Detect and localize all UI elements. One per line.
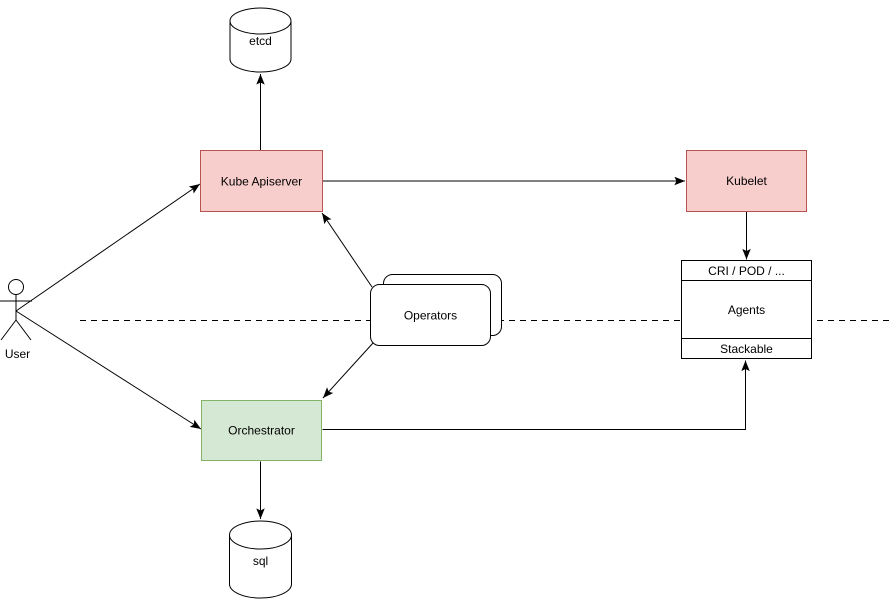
node-sql: sql	[229, 520, 292, 599]
node-orchestrator: Orchestrator	[201, 400, 322, 461]
etcd-label: etcd	[249, 34, 272, 48]
edges	[15, 74, 751, 519]
sql-label: sql	[253, 554, 268, 568]
edge-operators-to-orchestrator	[322, 342, 374, 399]
kubelet-box	[686, 150, 807, 212]
node-operators: Operators	[370, 274, 502, 346]
cri-box-header-label: CRI / POD / ...	[708, 264, 785, 278]
etcd-cylinder-rim	[229, 20, 292, 35]
etcd-cylinder-icon	[229, 7, 292, 73]
user-label: User	[5, 347, 30, 361]
agents-label: Agents	[728, 303, 765, 317]
node-kubelet: Kubelet	[686, 150, 807, 212]
cri-box-outline	[681, 260, 812, 359]
sql-cylinder-icon	[229, 520, 292, 599]
sql-cylinder-rim	[229, 534, 292, 550]
kube-apiserver-label: Kube Apiserver	[221, 175, 302, 189]
node-etcd: etcd	[229, 7, 292, 73]
edge-operators-to-kube-apiserver	[321, 212, 373, 288]
user-actor-legs	[0, 319, 32, 341]
edge-orchestrator-to-stackable	[322, 360, 750, 430]
user-actor-head-icon	[8, 279, 24, 295]
operators-front-card	[370, 284, 491, 346]
node-user-actor: User	[0, 279, 32, 361]
edge-user-to-orchestrator	[15, 310, 202, 430]
node-cri-agents-stackable: CRI / POD / ... Agents Stackable	[681, 260, 812, 359]
node-kube-apiserver: Kube Apiserver	[200, 150, 323, 212]
kubelet-label: Kubelet	[726, 174, 767, 188]
orchestrator-box	[201, 400, 322, 461]
operators-label: Operators	[404, 309, 457, 323]
stackable-label: Stackable	[720, 342, 773, 356]
kube-apiserver-box	[200, 150, 323, 212]
edge-user-to-kube-apiserver	[15, 183, 201, 312]
orchestrator-label: Orchestrator	[228, 424, 295, 438]
